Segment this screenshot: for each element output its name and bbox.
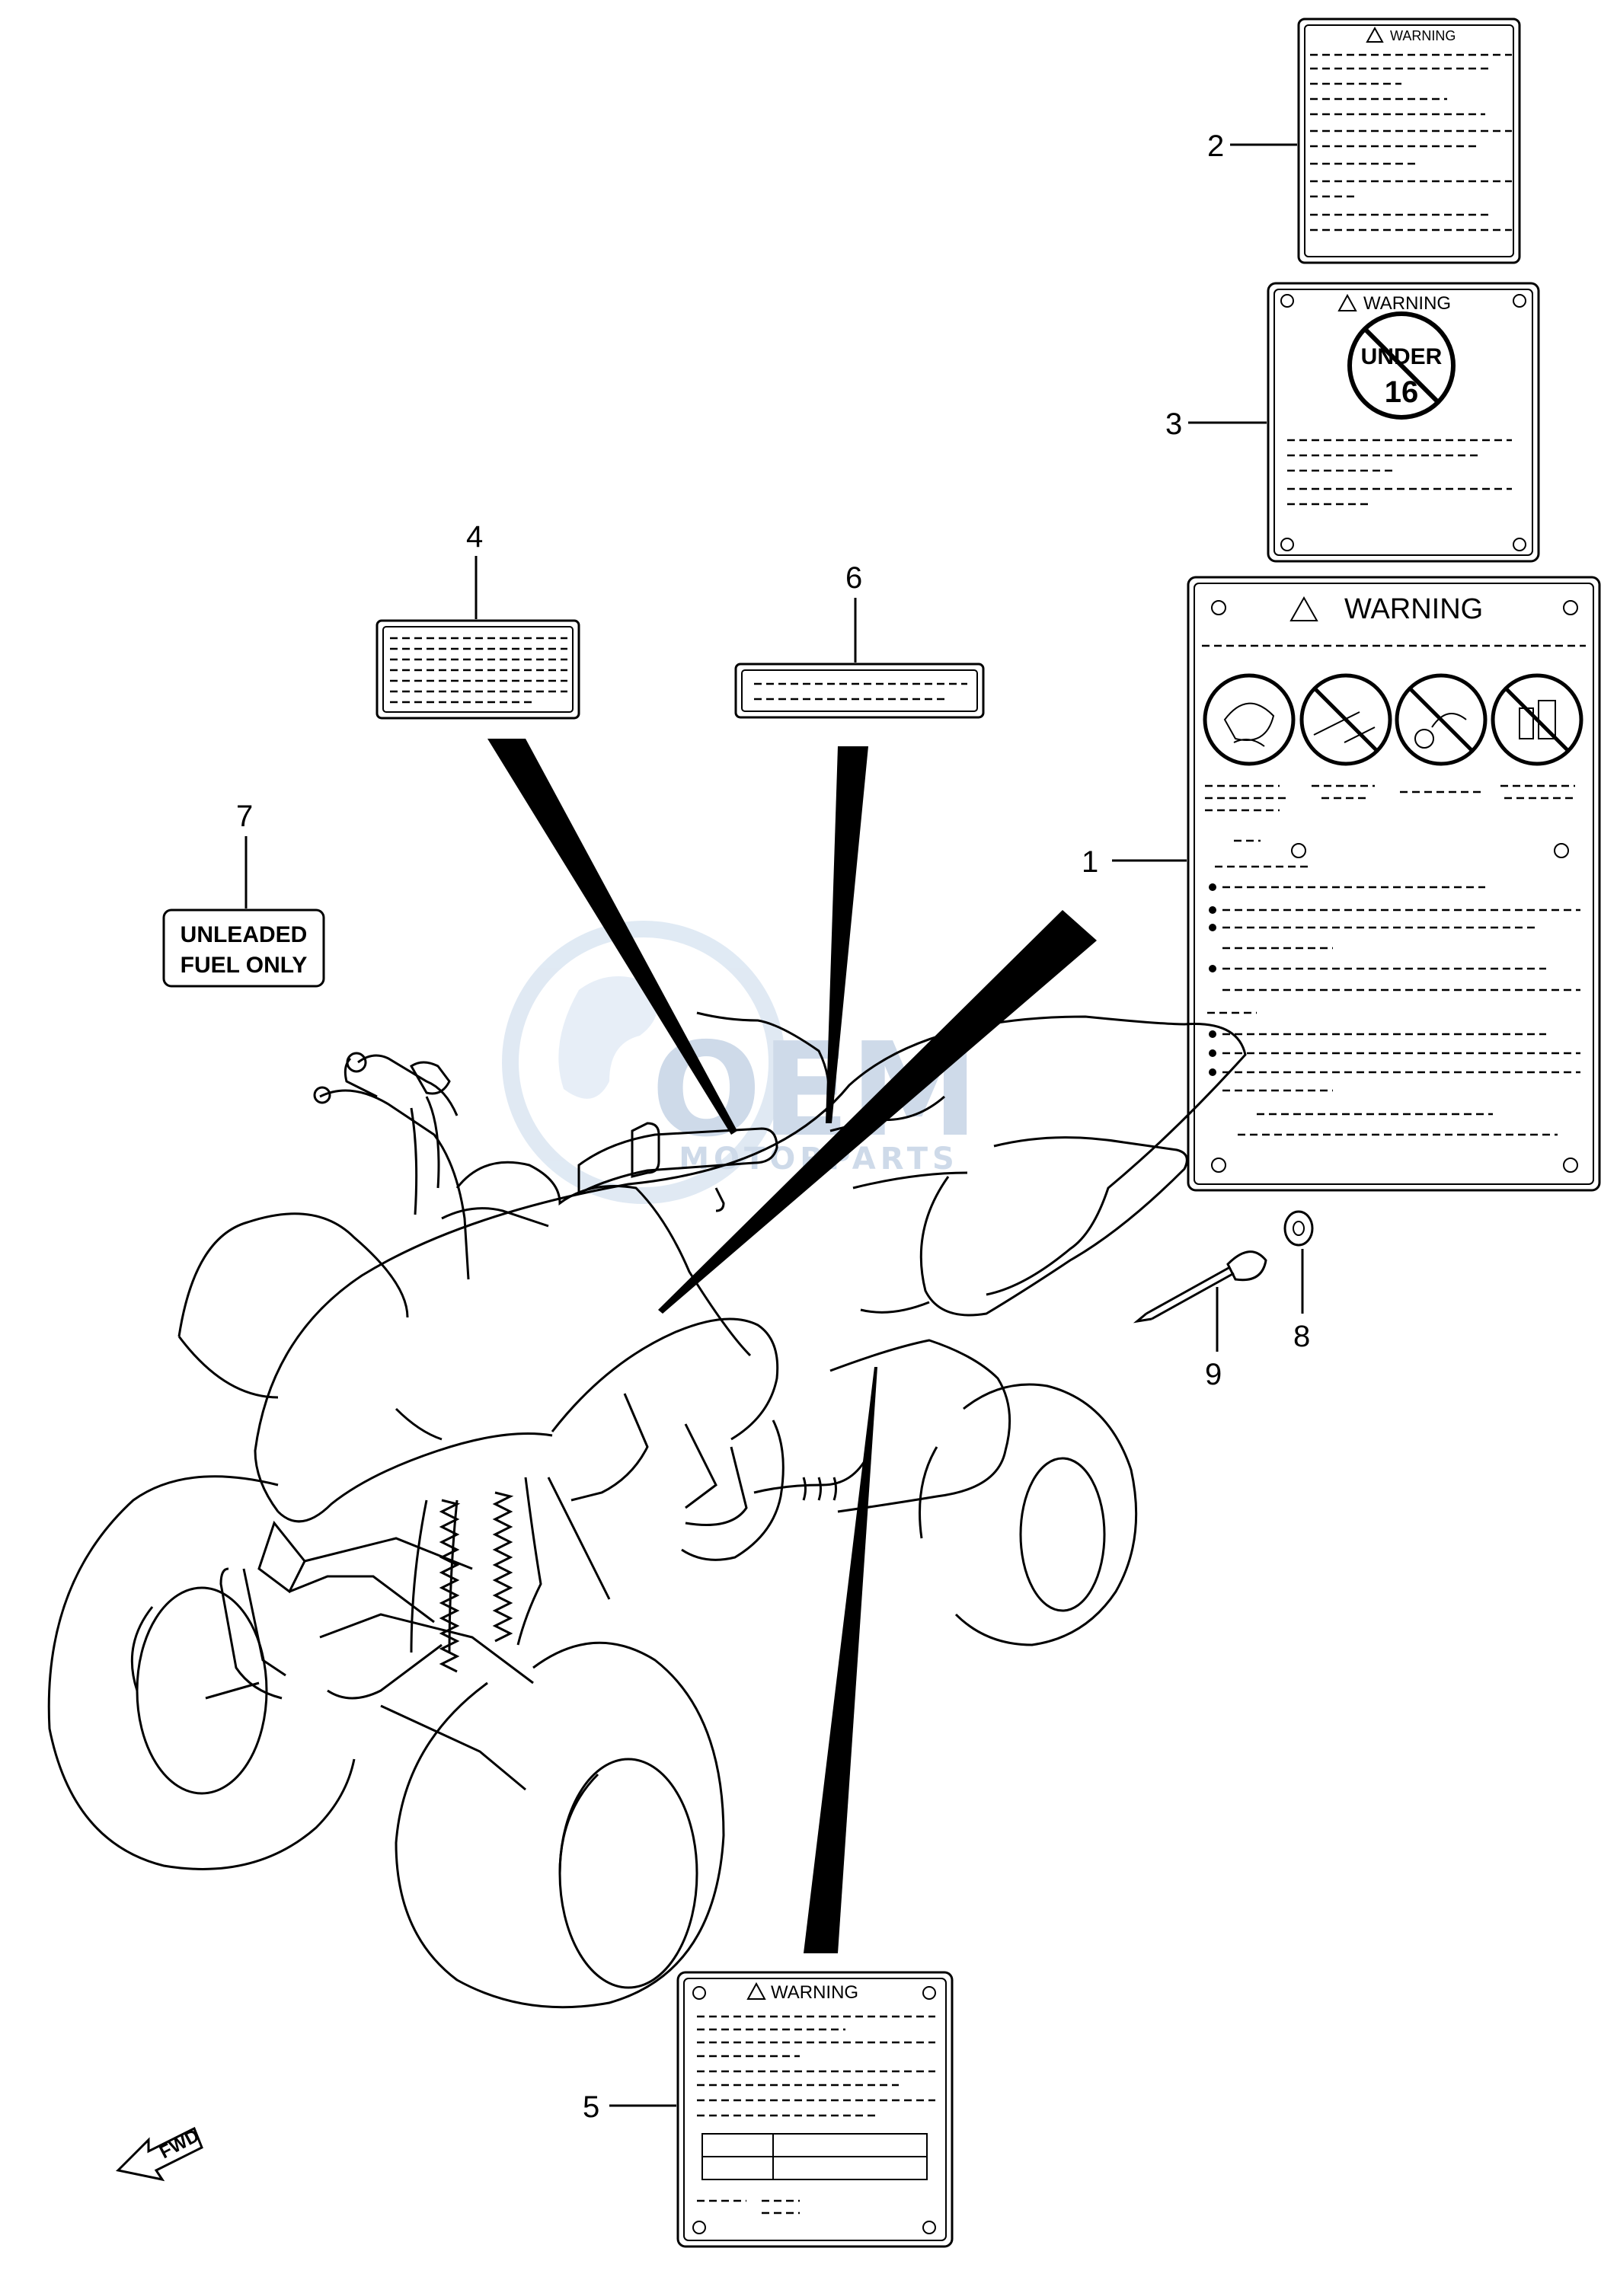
pointer-label-6 bbox=[826, 746, 868, 1123]
callout-7: 7 bbox=[236, 800, 253, 833]
fuel-line-1: UNLEADED bbox=[181, 922, 308, 947]
warning-triangle-icon bbox=[1289, 596, 1318, 621]
pointer-wedges bbox=[487, 739, 1097, 1953]
warning-triangle-icon bbox=[1337, 293, 1357, 311]
callout-6: 6 bbox=[845, 561, 862, 595]
helmet-pictogram-icon bbox=[1203, 673, 1296, 766]
label-2-warning-sticker: WARNING bbox=[1297, 18, 1521, 264]
warning-triangle-icon bbox=[746, 1981, 766, 2000]
age-text: 16 bbox=[1385, 375, 1419, 409]
forward-direction-arrow-icon: FWD bbox=[115, 2125, 203, 2182]
no-alcohol-pictogram-icon bbox=[1491, 673, 1583, 766]
callout-4: 4 bbox=[466, 520, 483, 554]
pictogram-row bbox=[1203, 673, 1583, 766]
label-5-title: WARNING bbox=[771, 1982, 858, 2003]
callout-8: 8 bbox=[1293, 1320, 1310, 1353]
watermark: OEM MOTORPARTS bbox=[502, 921, 979, 1204]
label-3-title: WARNING bbox=[1363, 293, 1451, 314]
part-9-rivet bbox=[1133, 1250, 1267, 1324]
label-2-title: WARNING bbox=[1390, 28, 1456, 43]
fwd-label: FWD bbox=[156, 2125, 203, 2163]
label-1-title: WARNING bbox=[1344, 593, 1483, 625]
pointer-label-5 bbox=[804, 1367, 877, 1953]
label-6-sticker bbox=[734, 663, 985, 719]
no-passenger-pictogram-icon bbox=[1299, 673, 1392, 766]
label-4-sticker bbox=[375, 619, 580, 720]
callout-2: 2 bbox=[1207, 129, 1224, 163]
no-paved-roads-pictogram-icon bbox=[1395, 673, 1488, 766]
callout-5: 5 bbox=[583, 2090, 599, 2124]
callout-9: 9 bbox=[1205, 1358, 1222, 1391]
label-5-warning-sticker: WARNING bbox=[676, 1971, 954, 2248]
pointer-label-4 bbox=[487, 739, 737, 1135]
label-1-main-warning-sticker: WARNING bbox=[1187, 576, 1601, 1192]
warning-triangle-icon bbox=[1366, 26, 1384, 43]
label-7-fuel-sticker: UNLEADED FUEL ONLY bbox=[162, 909, 325, 988]
label-3-age-warning-sticker: WARNING UNDER 16 bbox=[1267, 282, 1540, 563]
no-under-16-icon: UNDER 16 bbox=[1347, 311, 1456, 420]
part-8-washer bbox=[1283, 1210, 1314, 1247]
callout-1: 1 bbox=[1082, 845, 1098, 879]
fuel-line-2: FUEL ONLY bbox=[181, 953, 308, 978]
callout-3: 3 bbox=[1165, 407, 1182, 441]
atv-illustration bbox=[47, 1011, 1247, 2009]
pointer-label-1 bbox=[658, 910, 1097, 1314]
